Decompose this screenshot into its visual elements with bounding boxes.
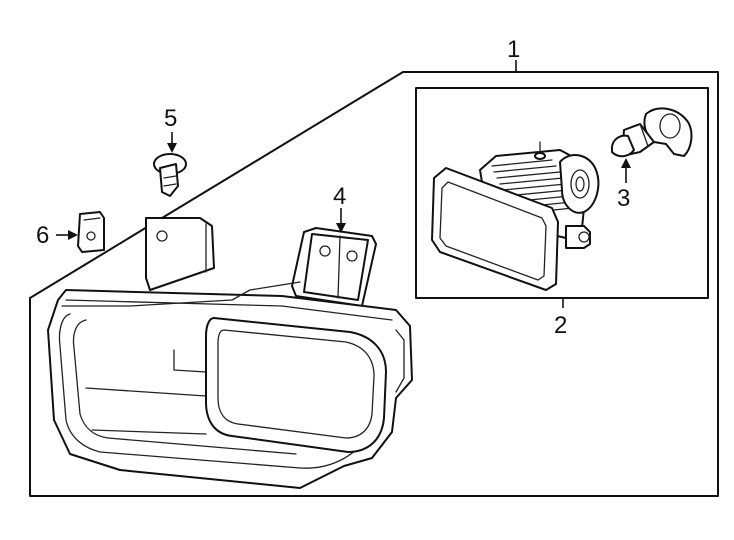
callout-2: 2 (554, 312, 567, 339)
callout-1: 1 (507, 36, 520, 63)
callout-3: 3 (617, 185, 630, 212)
push-pin-part-5 (153, 153, 187, 197)
fog-lamp-part-2 (431, 141, 600, 291)
callout-5: 5 (164, 105, 177, 132)
callout-6: 6 (36, 222, 49, 249)
bezel-housing-part-1 (47, 217, 413, 489)
assembly-outline (29, 71, 719, 497)
bulb-part-3 (611, 107, 693, 158)
clip-nut-part-6 (77, 211, 105, 253)
inset-box (415, 87, 709, 299)
callout-4: 4 (333, 183, 346, 210)
